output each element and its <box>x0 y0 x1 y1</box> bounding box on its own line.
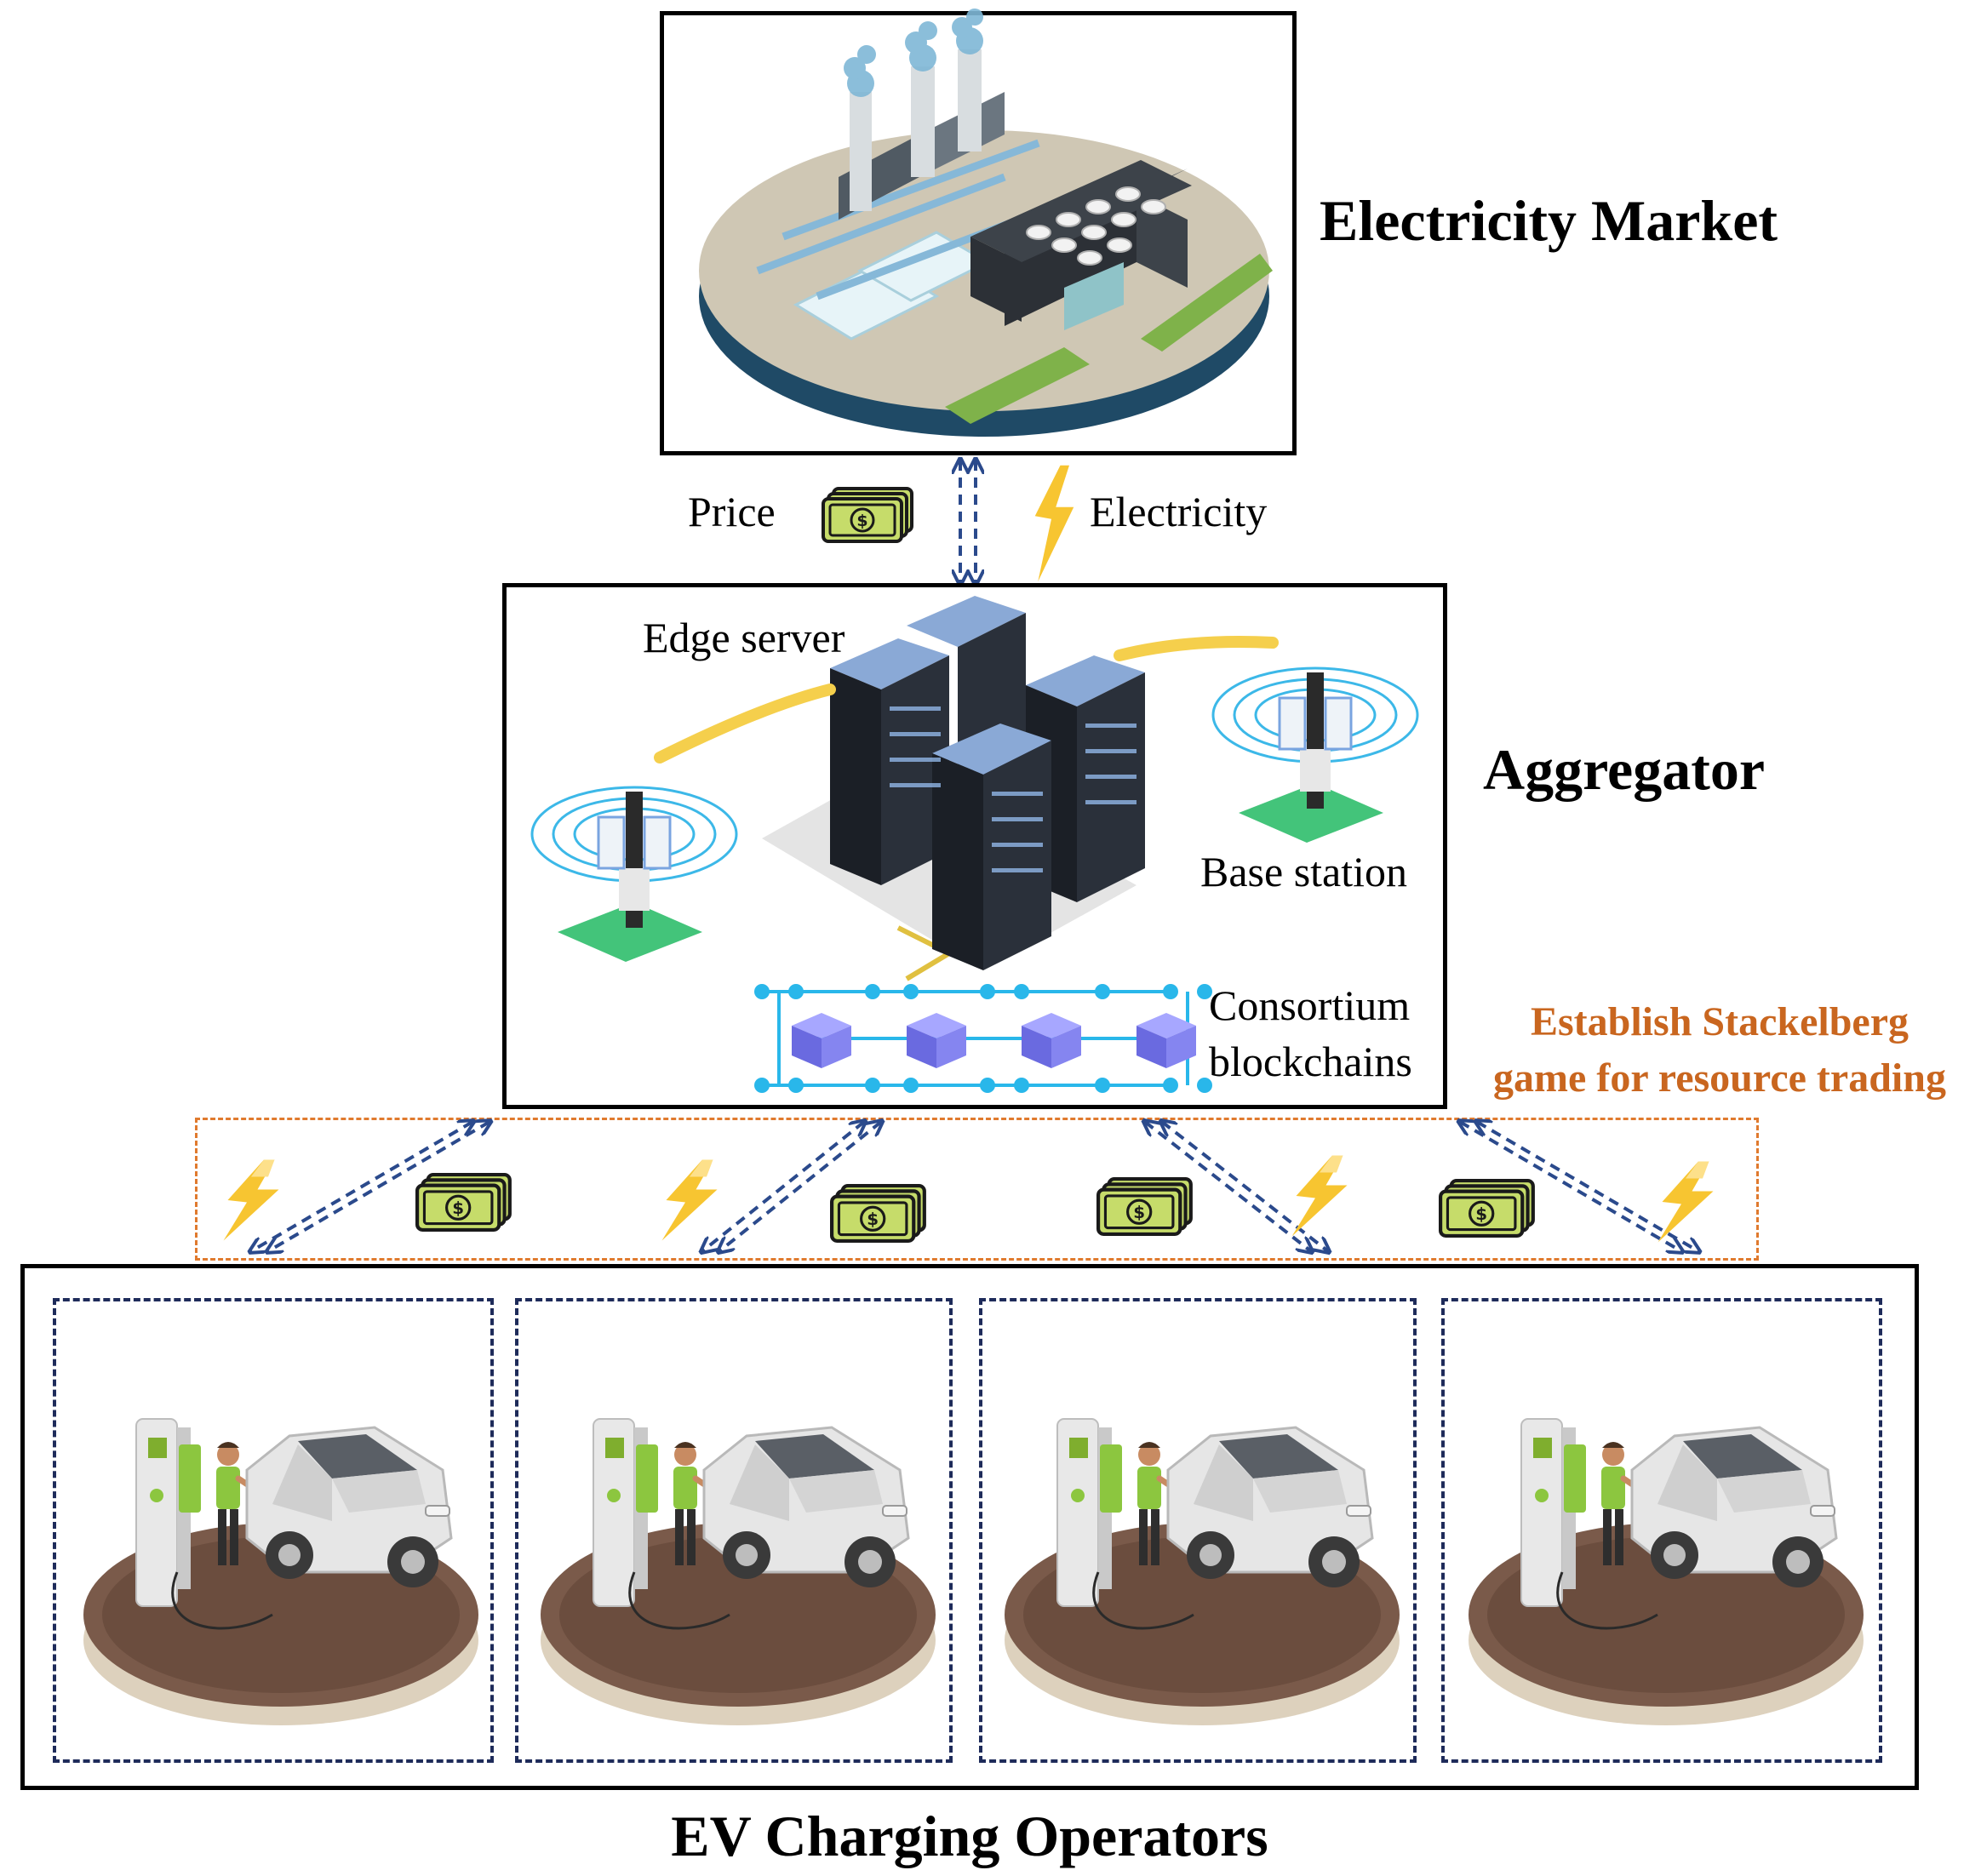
lightning-icon <box>1034 465 1074 582</box>
trade-arrows <box>0 1107 1981 1294</box>
aggregator-box <box>502 583 1447 1109</box>
base-station-icon <box>530 786 738 962</box>
stackelberg-line2: game for resource trading <box>1493 1055 1946 1101</box>
ev-charging-operators-title: EV Charging Operators <box>671 1804 1268 1868</box>
lightning-icon <box>1277 1153 1362 1238</box>
base-station-label: Base station <box>1200 848 1408 895</box>
ev-charging-icon <box>534 1359 942 1734</box>
money-icon <box>830 1181 928 1245</box>
money-icon <box>415 1170 513 1234</box>
price-electricity-arrows <box>945 455 996 592</box>
stackelberg-line1: Establish Stackelberg <box>1530 999 1909 1044</box>
electricity-market-title: Electricity Market <box>1320 188 1778 253</box>
consortium-label-line1: Consortium <box>1209 981 1411 1029</box>
consortium-label-line2: blockchains <box>1209 1038 1412 1085</box>
electricity-market-box <box>660 9 1297 455</box>
ev-charging-icon <box>1462 1359 1870 1734</box>
money-icon <box>822 485 915 545</box>
price-label: Price <box>688 488 776 535</box>
lightning-icon <box>1643 1159 1728 1244</box>
base-station-icon <box>1211 666 1419 843</box>
edge-server-icon <box>654 596 1279 981</box>
edge-server-label: Edge server <box>643 614 845 661</box>
blockchain-icon <box>754 984 1212 1093</box>
ev-charging-icon <box>77 1359 485 1734</box>
stackelberg-dashed-region <box>195 1118 1759 1261</box>
ev-operator-4 <box>1441 1298 1882 1763</box>
ev-charging-icon <box>998 1359 1406 1734</box>
ev-operator-3 <box>979 1298 1417 1763</box>
lightning-icon <box>209 1158 294 1243</box>
aggregator-title: Aggregator <box>1483 737 1766 802</box>
ev-operator-2 <box>515 1298 953 1763</box>
ev-operator-1 <box>53 1298 494 1763</box>
lightning-icon <box>647 1158 732 1243</box>
money-icon <box>1439 1176 1537 1240</box>
electricity-label: Electricity <box>1090 488 1268 535</box>
money-icon <box>1096 1175 1194 1238</box>
power-plant-icon <box>699 9 1273 437</box>
